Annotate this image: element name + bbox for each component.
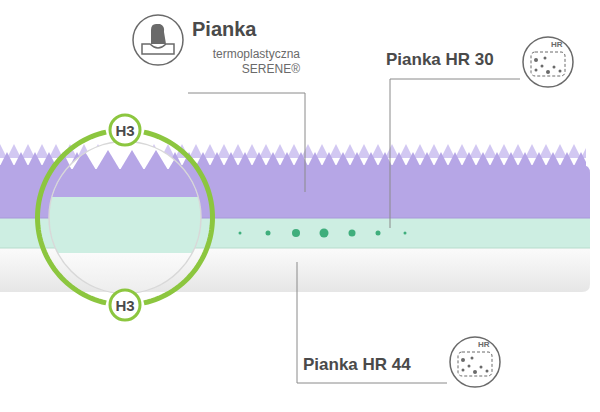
- dot: [553, 66, 556, 69]
- rating-circle: H3: [108, 113, 142, 147]
- dot: [468, 365, 471, 368]
- hole: [292, 229, 300, 237]
- dot: [544, 57, 547, 60]
- part-name: Pianka HR 30: [386, 50, 494, 70]
- lens-rim: [49, 142, 201, 294]
- leader-line: [297, 262, 447, 383]
- hole: [239, 232, 242, 235]
- dot: [541, 65, 544, 68]
- dot: [546, 70, 550, 74]
- hand-shape: [151, 24, 166, 44]
- icon-text: HR: [478, 340, 490, 349]
- lens-thermoplastic-layer: [40, 169, 210, 197]
- leader-line: [390, 79, 520, 228]
- rating-text: H3: [115, 297, 134, 314]
- ventilation-holes: [239, 229, 407, 238]
- dot: [486, 370, 489, 373]
- hole: [266, 231, 271, 236]
- hr-icon: [450, 337, 500, 387]
- rating-circle: H3: [108, 288, 142, 322]
- rating-text: H3: [115, 122, 134, 139]
- icon-dots: [534, 57, 562, 75]
- part-name: Pianka HR 44: [303, 355, 411, 375]
- hole: [320, 229, 329, 238]
- part-subtitle: termoplastyczna SERENE®: [196, 47, 300, 77]
- rating-ring-arc: [38, 132, 107, 303]
- dot: [480, 366, 483, 369]
- icon-ring: [133, 15, 183, 65]
- magnifier-lens: [40, 130, 210, 313]
- hole: [376, 231, 381, 236]
- icon-frame: [458, 352, 492, 376]
- dot: [473, 370, 477, 374]
- icon-frame: [531, 52, 565, 76]
- rating-ring-arc: [144, 132, 213, 303]
- dot: [535, 69, 538, 72]
- dot: [559, 70, 562, 73]
- icon-dots: [461, 357, 489, 375]
- dot: [462, 369, 465, 372]
- lens-hr30-layer: [40, 197, 210, 253]
- foam-icon: [133, 15, 183, 65]
- leader-line: [188, 93, 305, 192]
- circle-border: [110, 290, 140, 320]
- part-title: Pianka: [192, 18, 256, 41]
- dot: [461, 358, 465, 362]
- circle-border: [110, 115, 140, 145]
- foam-block: [142, 44, 174, 54]
- icon-ring: [450, 337, 500, 387]
- hole: [349, 230, 356, 237]
- icon-ring: [523, 37, 573, 87]
- icon-text: HR: [551, 40, 563, 49]
- hole: [404, 232, 407, 235]
- dot: [471, 357, 474, 360]
- hr-icon: [523, 37, 573, 87]
- dot: [534, 58, 538, 62]
